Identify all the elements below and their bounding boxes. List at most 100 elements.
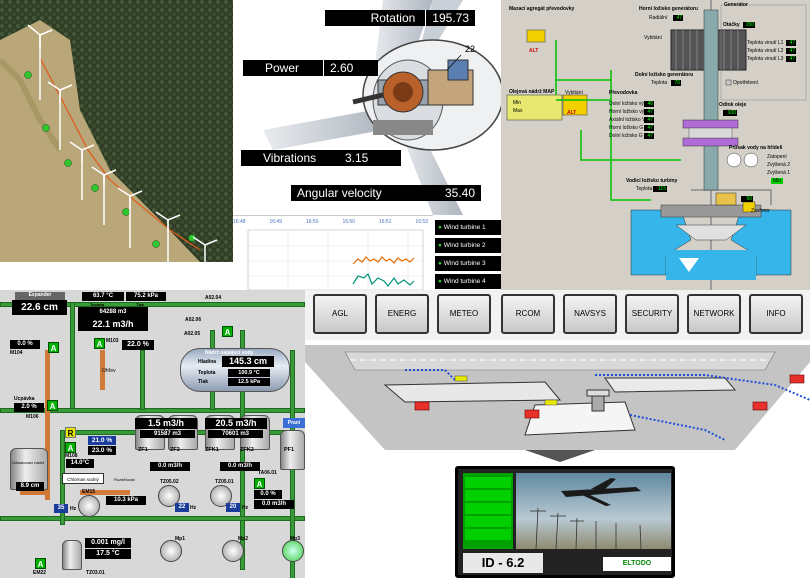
m104-label: M104	[10, 350, 23, 356]
pump-tz0502[interactable]	[158, 485, 180, 507]
ohrev-label: Ohřev	[102, 368, 116, 374]
em22-label: EM22	[33, 570, 47, 576]
a0204-label: A02.04	[205, 295, 222, 301]
power-readout: Power 2.60	[243, 60, 378, 76]
auto-indicator[interactable]: A	[94, 338, 105, 349]
water-treatment-panel: Expander 22.6 cm 63.7 °C Teplota 75.2 kP…	[0, 290, 305, 578]
hladina-label: Hladina	[198, 359, 217, 365]
time-axis: 16:48 16:49 16:50 16:50 16:51 16:53	[233, 219, 428, 225]
mg-readout: 0.001 mg/l	[85, 538, 131, 548]
generator-label: Generátor	[724, 2, 748, 8]
airport-map	[305, 345, 810, 462]
alt-label-1[interactable]: ALT	[529, 48, 539, 54]
ucpavka-value: 2.0 %	[14, 403, 44, 412]
pump-tz0501[interactable]	[210, 485, 232, 507]
rotation-value: 195.73	[425, 10, 475, 26]
trend-plot	[247, 229, 424, 290]
gen-top-bearing-label: Horní ložisko generátoru	[639, 6, 698, 12]
turbine-towers	[27, 24, 218, 262]
volume-readout: 64288 m3	[78, 307, 148, 317]
level-89-readout: 8.9 cm	[16, 482, 44, 491]
zf1-label: ZF1	[138, 447, 148, 453]
nav-button-security[interactable]: SECURITY	[625, 294, 679, 334]
power-label: Power	[265, 61, 300, 75]
pump-mp1[interactable]	[160, 540, 182, 562]
screen-menu-item[interactable]	[465, 503, 511, 514]
radial-value: 47	[673, 15, 683, 21]
open-field	[0, 20, 200, 262]
gen-bottom-bearing-label: Dolní ložisko generátoru	[635, 72, 694, 78]
m103-value: 22.0 %	[122, 340, 154, 350]
pump-mp3[interactable]	[282, 540, 304, 562]
a0206-label: A02.06	[185, 317, 202, 323]
vibrations-value: 3.15	[345, 151, 369, 165]
ta0601-label: TA06.01	[258, 470, 277, 476]
alt-label-2[interactable]: ALT	[567, 110, 577, 116]
zavreno-label: Zavřeno	[751, 208, 770, 214]
volume-zf: 91587 m3	[140, 430, 195, 438]
time-tick: 16:51	[378, 219, 392, 225]
zatopeni-label: Zatopení	[767, 154, 787, 160]
vybitani2-label: Vybitání	[565, 90, 583, 96]
screen-menu-item[interactable]	[465, 490, 511, 501]
auto-indicator[interactable]: A	[222, 326, 233, 337]
cable-route	[39, 57, 201, 251]
nav-button-navsys[interactable]: NAVSYS	[563, 294, 617, 334]
pump-mp2[interactable]	[222, 540, 244, 562]
vibrations-readout: Vibrations 3.15	[241, 150, 401, 166]
flow-zero-zf: 0.0 m3/h	[150, 462, 190, 471]
callout-arrow	[525, 450, 595, 462]
mp3-label: Mp3	[290, 536, 300, 542]
hz-unit-2: Hz	[190, 505, 197, 511]
legend-item-1[interactable]: ● Wind turbine 1	[435, 220, 501, 235]
legend-item-4[interactable]: ● Wind turbine 4	[435, 274, 501, 289]
temp-175-readout: 17.5 °C	[85, 549, 131, 559]
wind-turbine-panel: 22 Rotation 195.73 Power 2.60 Vibrations…	[233, 0, 501, 290]
gen-bottom-temp-label: Teplota	[651, 80, 668, 86]
screen-menu-item[interactable]	[465, 516, 511, 527]
auto-indicator[interactable]: A	[47, 400, 58, 411]
zfk1-label: ZFK1	[205, 447, 219, 453]
screen-menu-item[interactable]	[465, 529, 511, 540]
turbine-legend: ● Wind turbine 1 ● Wind turbine 2 ● Wind…	[435, 220, 501, 289]
auto-indicator[interactable]: A	[65, 442, 76, 453]
nav-button-rcom[interactable]: RCOM	[501, 294, 555, 334]
ta-flow-value: 0.0 m3/h	[254, 500, 294, 509]
shaft	[703, 9, 719, 191]
nav-button-info[interactable]: INFO	[749, 294, 803, 334]
tank-pressure-value: 12.5 kPa	[228, 378, 270, 386]
otacky-value: 150	[743, 22, 755, 28]
temp-l1-value: 47	[786, 40, 796, 46]
power-value: 2.60	[323, 60, 378, 76]
auto-indicator[interactable]: A	[48, 342, 59, 353]
auto-indicator[interactable]: A	[254, 478, 265, 489]
remote-indicator[interactable]: R	[65, 427, 76, 438]
nav-button-agl[interactable]: AGL	[313, 294, 367, 334]
r-value-1: 21.0 %	[88, 436, 116, 445]
zvysena1-label: Zvýšená 1	[767, 170, 791, 176]
wind-farm-aerial-map	[0, 0, 233, 262]
pressure-103-readout: 10.3 kPa	[106, 496, 146, 505]
pump-em15[interactable]	[78, 495, 100, 517]
mp2-label: Mp2	[238, 536, 248, 542]
legend-item-3[interactable]: ● Wind turbine 3	[435, 256, 501, 271]
rotation-readout: Rotation 195.73	[325, 10, 475, 26]
temp-l2-label: Teplota vinutí L2	[747, 48, 784, 54]
time-tick: 16:48	[233, 219, 246, 225]
flow-zero-zfk: 0.0 m3/h	[220, 462, 260, 471]
nav-button-meteo[interactable]: METEO	[437, 294, 491, 334]
flow-readout: 22.1 m3/h	[78, 317, 148, 331]
vodici-label: Vodicí ložisko turbíny	[626, 178, 678, 184]
angular-velocity-value: 35.40	[444, 186, 475, 200]
screen-menu-item[interactable]	[465, 477, 511, 488]
rotation-label: Rotation	[370, 11, 416, 25]
small-tank	[62, 540, 82, 570]
prani-button[interactable]: Praní	[283, 418, 305, 428]
nav-button-energ[interactable]: ENERG	[375, 294, 429, 334]
legend-item-2[interactable]: ● Wind turbine 2	[435, 238, 501, 253]
nav-button-network[interactable]: NETWORK	[687, 294, 741, 334]
hz-35-readout: 35	[54, 504, 68, 513]
angular-velocity-readout: Angular velocity 35.40	[291, 185, 481, 201]
auto-indicator[interactable]: A	[35, 558, 46, 569]
